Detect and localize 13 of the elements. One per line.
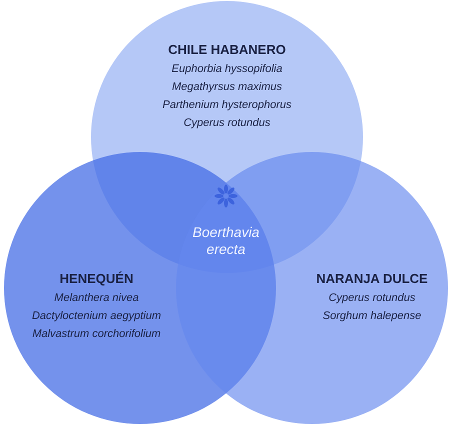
- species-name: Euphorbia hyssopifolia: [172, 63, 282, 75]
- species-name: Melanthera nivea: [54, 292, 139, 304]
- species-name: Sorghum halepense: [322, 310, 422, 322]
- species-name: Cyperus rotundus: [328, 292, 416, 304]
- species-name: Malvastrum corchorifolium: [32, 328, 161, 340]
- species-name: Dactyloctenium aegyptium: [32, 310, 161, 322]
- species-name: Parthenium hysterophorus: [162, 99, 292, 111]
- species-name: Megathyrsus maximus: [172, 81, 282, 93]
- intersection-label: Boerthavia erecta: [192, 224, 260, 258]
- species-name: Cyperus rotundus: [184, 117, 270, 129]
- set-heading: HENEQUÉN: [60, 271, 134, 286]
- set-heading: CHILE HABANERO: [168, 42, 286, 57]
- set-heading: NARANJA DULCE: [316, 271, 428, 286]
